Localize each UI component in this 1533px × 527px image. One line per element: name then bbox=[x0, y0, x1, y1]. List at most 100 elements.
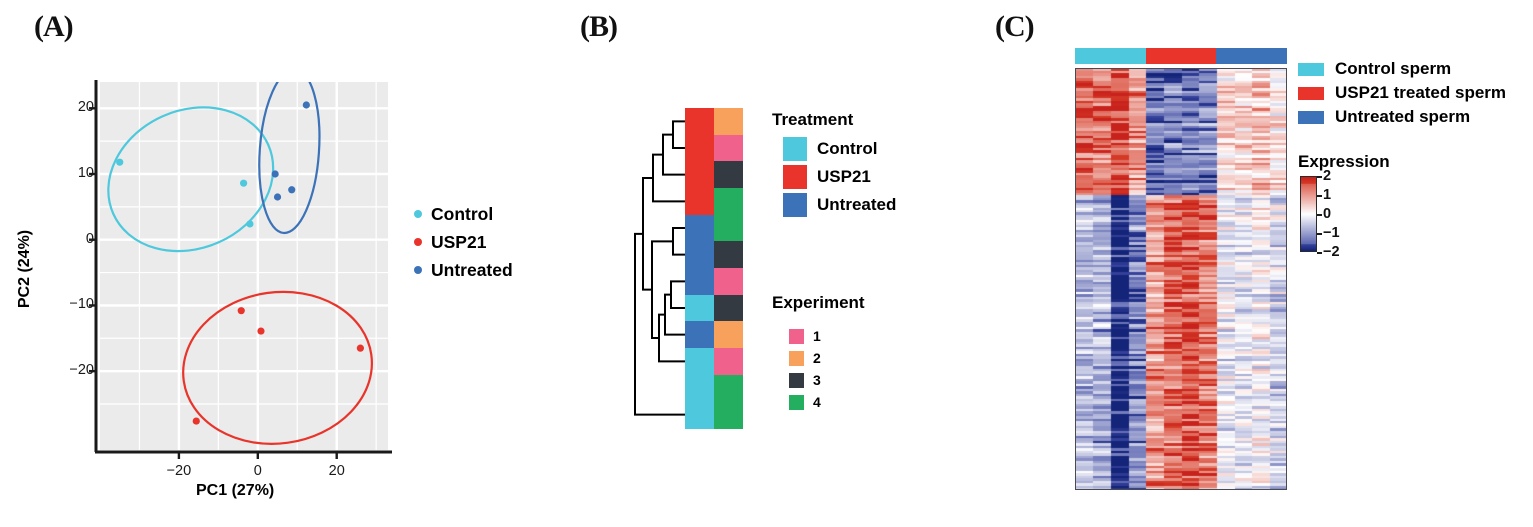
pca-y-tick-label: 0 bbox=[85, 230, 94, 247]
treatment-legend-item: USP21 bbox=[783, 163, 896, 191]
experiment-annotation-cell bbox=[714, 374, 743, 402]
experiment-legend-label: 2 bbox=[813, 350, 821, 366]
treatment-annotation-cell bbox=[685, 268, 714, 296]
heatmap-canvas bbox=[1076, 69, 1286, 489]
colorbar-tick-label: 0 bbox=[1323, 206, 1332, 222]
colorbar-tick-label: 2 bbox=[1323, 168, 1332, 184]
cluster-ellipse-control bbox=[107, 106, 275, 253]
dendrogram-branch bbox=[672, 120, 686, 149]
treatment-legend-label: Control bbox=[817, 139, 878, 158]
experiment-annotation-cell bbox=[714, 268, 743, 296]
pca-y-axis-title: PC2 (24%) bbox=[16, 229, 34, 309]
treatment-annotation-cell bbox=[685, 161, 714, 189]
colorbar-tick bbox=[1317, 195, 1322, 197]
data-point-usp21 bbox=[257, 327, 265, 335]
data-point-untreated bbox=[273, 193, 282, 201]
treatment-annotation-column bbox=[685, 108, 714, 429]
pca-plot-area bbox=[100, 82, 388, 450]
treatment-annotation-cell bbox=[685, 108, 714, 136]
dendrogram-branch bbox=[658, 313, 686, 363]
pca-y-tick-label: −10 bbox=[69, 296, 94, 313]
pca-plot-background bbox=[100, 82, 388, 450]
expression-colorbar-canvas bbox=[1301, 177, 1316, 251]
pca-legend-dot-icon bbox=[414, 266, 422, 274]
treatment-annotation-cell bbox=[685, 241, 714, 269]
dendrogram bbox=[630, 108, 686, 428]
treatment-annotation-cell bbox=[685, 401, 714, 429]
experiment-legend-item: 4 bbox=[789, 391, 821, 413]
dendrogram-svg bbox=[634, 120, 686, 416]
experiment-annotation-cell bbox=[714, 188, 743, 216]
pca-legend-item: Untreated bbox=[414, 256, 513, 284]
experiment-annotation-cell bbox=[714, 348, 743, 376]
heatmap-legend-item: USP21 treated sperm bbox=[1298, 81, 1506, 105]
dendrogram-branch bbox=[670, 280, 686, 309]
colorbar-tick bbox=[1317, 214, 1322, 216]
panel-b-letter: (B) bbox=[580, 10, 618, 43]
experiment-legend-swatch bbox=[789, 328, 804, 344]
heatmap-annotation-segment bbox=[1075, 48, 1146, 64]
pca-x-tick-label: 20 bbox=[328, 463, 345, 479]
pca-x-axis-title: PC1 (27%) bbox=[196, 482, 275, 499]
pca-x-tick-label: 0 bbox=[253, 463, 262, 479]
experiment-legend-swatch bbox=[789, 350, 804, 366]
treatment-legend-label: USP21 bbox=[817, 167, 871, 186]
experiment-annotation-cell bbox=[714, 214, 743, 242]
pca-x-tick-label: −20 bbox=[166, 463, 192, 479]
heatmap-grid bbox=[1075, 68, 1287, 490]
heatmap-annotation-segment bbox=[1145, 48, 1217, 64]
treatment-annotation-cell bbox=[685, 188, 714, 216]
experiment-annotation-cell bbox=[714, 134, 743, 162]
experiment-annotation-cell bbox=[714, 401, 743, 429]
experiment-annotation-cell bbox=[714, 108, 743, 136]
colorbar-tick-label: −1 bbox=[1323, 225, 1340, 241]
experiment-legend-label: 1 bbox=[813, 328, 821, 344]
pca-legend-label: Control bbox=[431, 203, 494, 224]
cluster-ellipse-untreated bbox=[258, 82, 321, 235]
dendrogram-branch bbox=[652, 153, 686, 203]
experiment-legend-title: Experiment bbox=[772, 293, 865, 312]
pca-legend-item: USP21 bbox=[414, 228, 513, 256]
treatment-annotation-cell bbox=[685, 374, 714, 402]
experiment-legend-swatch bbox=[789, 394, 804, 410]
data-point-control bbox=[116, 158, 124, 166]
treatment-annotation-cell bbox=[685, 321, 714, 349]
data-point-untreated bbox=[302, 101, 310, 109]
annotation-columns bbox=[685, 108, 743, 429]
dendrogram-branch bbox=[634, 232, 686, 416]
experiment-legend-swatch bbox=[789, 372, 804, 388]
experiment-annotation-cell bbox=[714, 321, 743, 349]
heatmap-annotation-segment bbox=[1216, 48, 1287, 64]
data-point-untreated bbox=[271, 170, 279, 178]
pca-scatter-svg bbox=[100, 82, 388, 450]
experiment-legend-item: 2 bbox=[789, 347, 821, 369]
panel-a-letter: (A) bbox=[34, 10, 74, 43]
treatment-legend-label: Untreated bbox=[817, 195, 897, 214]
dendrogram-branch bbox=[672, 227, 686, 256]
pca-y-tick-label: −20 bbox=[69, 362, 94, 379]
data-point-control bbox=[246, 220, 254, 228]
heatmap-legend-swatch bbox=[1298, 86, 1324, 100]
treatment-annotation-cell bbox=[685, 214, 714, 242]
pca-y-tick-label: 20 bbox=[77, 99, 94, 116]
dendrogram-branch bbox=[651, 240, 674, 339]
panel-c-letter: (C) bbox=[995, 10, 1035, 43]
treatment-annotation-cell bbox=[685, 348, 714, 376]
colorbar-tick bbox=[1317, 176, 1322, 178]
colorbar-tick-label: 1 bbox=[1323, 187, 1332, 203]
experiment-annotation-column bbox=[714, 108, 743, 429]
pca-legend-item: Control bbox=[414, 200, 513, 228]
experiment-annotation-cell bbox=[714, 241, 743, 269]
data-point-usp21 bbox=[192, 417, 200, 425]
treatment-legend-swatch bbox=[783, 165, 807, 189]
experiment-annotation-cell bbox=[714, 161, 743, 189]
colorbar-tick bbox=[1317, 252, 1322, 254]
